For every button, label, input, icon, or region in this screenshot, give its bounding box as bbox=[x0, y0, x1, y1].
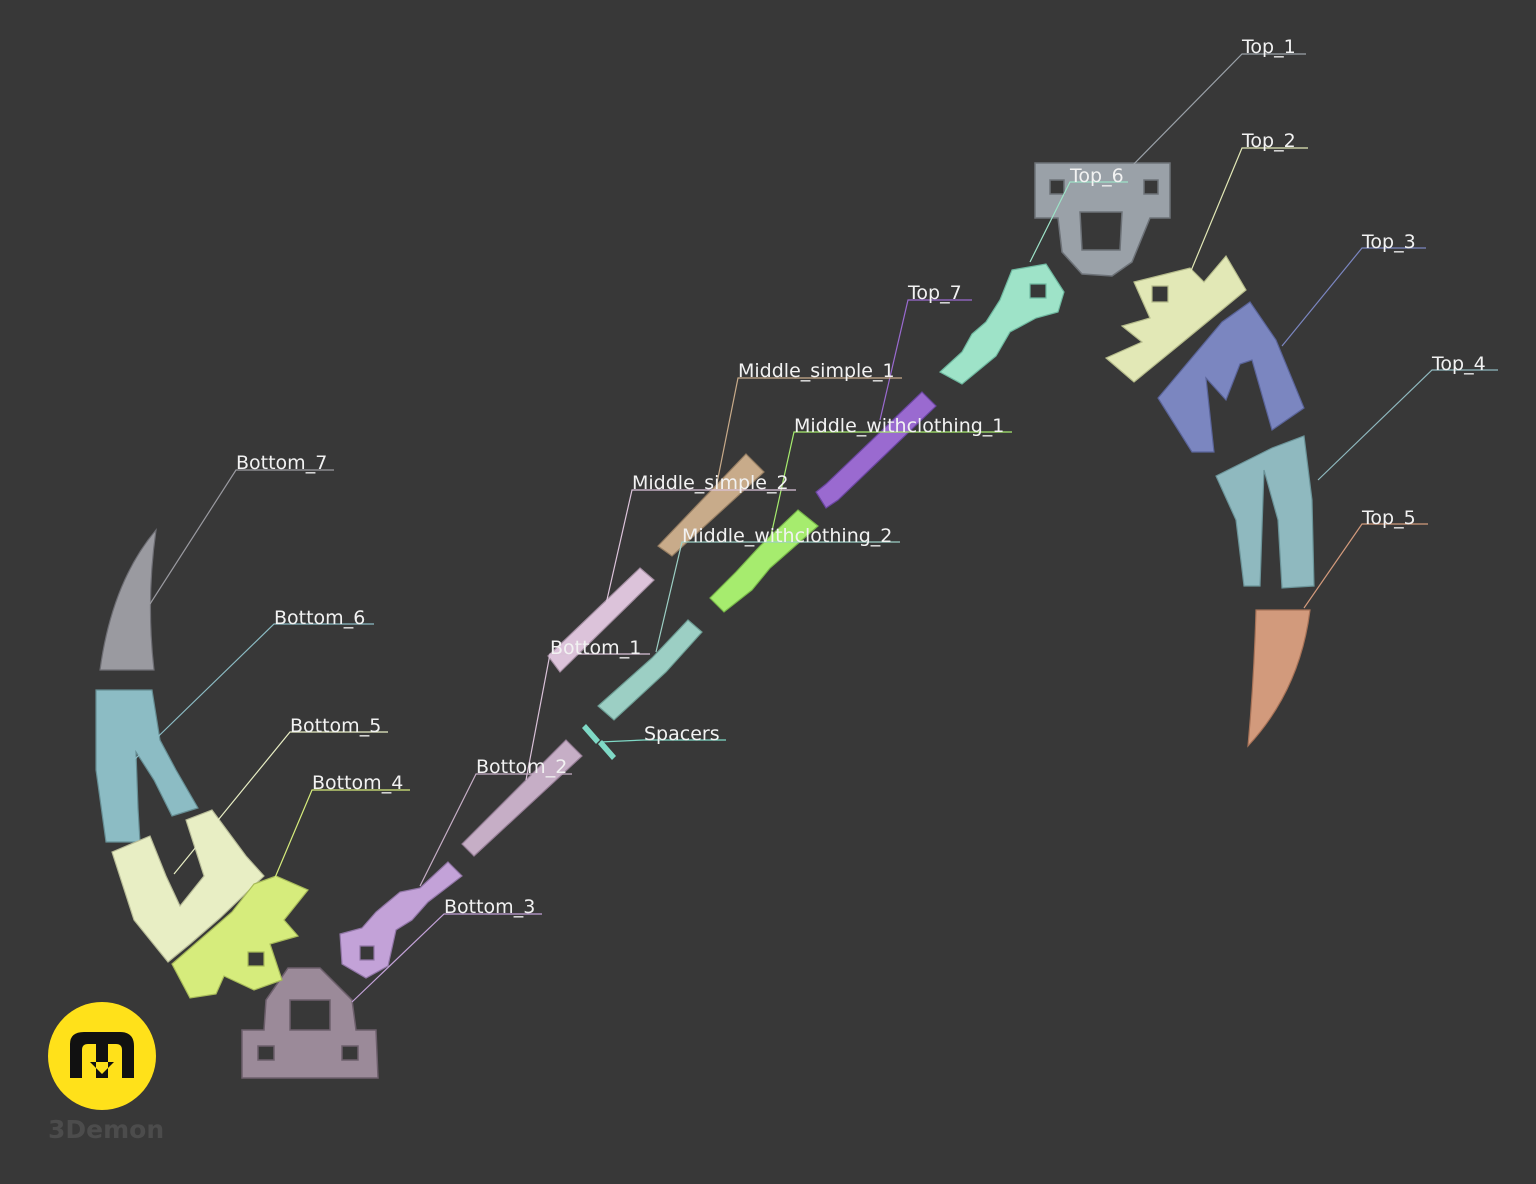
part-top-4 bbox=[1215, 435, 1315, 589]
leader-middle-simple-2 bbox=[605, 489, 796, 605]
label-bottom-6: Bottom_6 bbox=[274, 607, 365, 629]
leader-top-5 bbox=[1303, 523, 1428, 609]
leader-bottom-5 bbox=[173, 731, 388, 875]
brand-logo bbox=[48, 1002, 156, 1110]
part-bottom-6 bbox=[95, 689, 199, 843]
label-bottom-3: Bottom_3 bbox=[444, 896, 535, 918]
part-top-6 bbox=[938, 263, 1065, 385]
part-bottom-5 bbox=[111, 809, 265, 963]
leader-bottom-4 bbox=[273, 789, 410, 881]
leader-top-2 bbox=[1187, 147, 1308, 279]
logo-m-icon bbox=[70, 1032, 134, 1078]
part-middle-withclothing-2 bbox=[597, 619, 703, 721]
part-bottom-3 bbox=[339, 861, 463, 979]
part-top-7 bbox=[815, 391, 937, 509]
label-middle-withclothing-1: Middle_withclothing_1 bbox=[794, 415, 1004, 437]
label-spacers: Spacers bbox=[644, 723, 720, 745]
part-top-5 bbox=[1247, 609, 1311, 748]
leader-top-7 bbox=[879, 299, 972, 421]
part-top-1 bbox=[1034, 162, 1171, 277]
leader-middle-withclothing-1 bbox=[769, 431, 1012, 541]
part-middle-withclothing-1 bbox=[709, 509, 819, 613]
part-top-3 bbox=[1157, 301, 1305, 453]
label-top-4: Top_4 bbox=[1431, 353, 1486, 375]
label-bottom-5: Bottom_5 bbox=[290, 715, 381, 737]
part-bottom-7 bbox=[99, 528, 157, 671]
leader-bottom-1 bbox=[525, 653, 650, 781]
part-bottom-2 bbox=[461, 739, 583, 857]
leader-bottom-3 bbox=[351, 913, 542, 1003]
label-middle-simple-1: Middle_simple_1 bbox=[738, 360, 895, 382]
part-spacer-b bbox=[598, 740, 616, 760]
leader-top-1 bbox=[1127, 53, 1306, 171]
label-top-6: Top_6 bbox=[1069, 165, 1124, 187]
part-top-2 bbox=[1104, 254, 1247, 383]
leader-top-3 bbox=[1281, 247, 1426, 347]
brand-name: 3Demon bbox=[48, 1115, 164, 1144]
part-bottom-base bbox=[241, 967, 379, 1079]
label-bottom-4: Bottom_4 bbox=[312, 772, 403, 794]
label-bottom-7: Bottom_7 bbox=[236, 452, 327, 474]
label-middle-withclothing-2: Middle_withclothing_2 bbox=[682, 525, 892, 547]
part-middle-simple-1 bbox=[657, 453, 765, 557]
leader-top-4 bbox=[1317, 369, 1498, 481]
label-bottom-1: Bottom_1 bbox=[550, 637, 641, 659]
leader-middle-simple-1 bbox=[715, 377, 902, 489]
label-top-3: Top_3 bbox=[1361, 231, 1416, 253]
leader-middle-withclothing-2 bbox=[655, 541, 900, 653]
part-bottom-4 bbox=[171, 875, 309, 999]
leader-bottom-2 bbox=[419, 773, 572, 887]
label-bottom-2: Bottom_2 bbox=[476, 756, 567, 778]
part-middle-simple-2 bbox=[547, 567, 655, 673]
leader-top-6 bbox=[1029, 181, 1128, 263]
label-top-5: Top_5 bbox=[1361, 507, 1416, 529]
label-top-7: Top_7 bbox=[907, 282, 962, 304]
leader-bottom-6 bbox=[133, 623, 374, 761]
label-top-2: Top_2 bbox=[1241, 130, 1296, 152]
label-middle-simple-2: Middle_simple_2 bbox=[632, 472, 789, 494]
label-top-1: Top_1 bbox=[1241, 36, 1296, 58]
leader-spacers bbox=[599, 739, 726, 743]
leader-bottom-7 bbox=[149, 469, 334, 605]
part-spacer-a bbox=[582, 724, 600, 744]
